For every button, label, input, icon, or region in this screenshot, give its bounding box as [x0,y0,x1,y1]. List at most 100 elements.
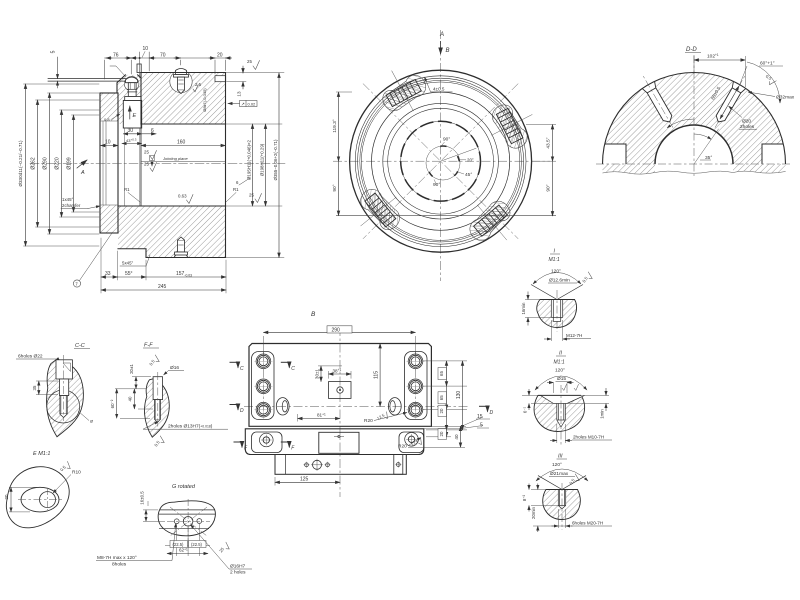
svg-text:(22.5): (22.5) [173,542,185,547]
svg-text:125: 125 [300,476,309,482]
svg-text:0.5: 0.5 [148,358,156,366]
svg-text:55°: 55° [125,271,133,277]
svg-text:68±0.5: 68±0.5 [710,86,722,101]
svg-text:25: 25 [144,150,149,155]
svg-text:2holes Ø13H7(+0.018): 2holes Ø13H7(+0.018) [168,424,213,430]
svg-text:10: 10 [105,140,111,146]
svg-text:33: 33 [105,271,111,277]
svg-text:0.5: 0.5 [153,439,161,447]
svg-text:30±1: 30±1 [314,368,319,379]
svg-text:16min: 16min [521,302,526,315]
svg-text:20: 20 [439,431,444,436]
svg-text:M1:1: M1:1 [549,257,560,263]
svg-text:90°: 90° [443,137,450,143]
svg-text:20: 20 [217,53,223,59]
svg-text:0.8: 0.8 [104,117,110,122]
svg-text:Ø330d11(−0.21/−0.71): Ø330d11(−0.21/−0.71) [18,140,23,187]
svg-text:130: 130 [456,391,462,400]
svg-text:C: C [291,366,295,372]
svg-text:2.5: 2.5 [195,82,202,87]
svg-text:20: 20 [4,494,9,499]
svg-text:↗: ↗ [241,101,245,106]
svg-text:119.3°: 119.3° [332,119,338,133]
svg-text:8holes: 8holes [112,562,127,568]
svg-text:Ø195H11(+0.046)×2: Ø195H11(+0.046)×2 [247,139,252,180]
svg-text:A: A [439,32,444,38]
svg-text:Ø220: Ø220 [55,157,61,169]
svg-text:A: A [80,170,85,176]
svg-text:R20: R20 [364,418,373,424]
svg-text:4±0.5: 4±0.5 [433,87,445,92]
svg-text:60⁻²: 60⁻² [110,399,115,408]
svg-text:Ø290: Ø290 [43,157,49,169]
svg-text:70: 70 [160,53,166,59]
svg-text:1x45°: 1x45° [62,197,74,202]
svg-text:Ø21max: Ø21max [550,471,569,477]
svg-text:R1: R1 [124,187,130,192]
svg-text:6holes M20-7H: 6holes M20-7H [572,521,603,526]
svg-text:Ø32max: Ø32max [776,95,795,101]
svg-text:F: F [291,446,295,452]
svg-text:12.5: 12.5 [376,412,386,421]
svg-text:120°: 120° [552,462,562,468]
svg-text:120°: 120° [551,269,561,275]
svg-text:15: 15 [477,414,483,420]
svg-text:R20: R20 [398,444,407,450]
svg-text:1min: 1min [600,409,605,419]
svg-text:120°: 120° [555,368,565,374]
svg-text:B: B [446,48,450,54]
svg-text:245: 245 [158,284,167,290]
svg-text:38+1: 38+1 [333,368,342,373]
svg-text:III: III [558,454,563,460]
svg-text:43.5°: 43.5° [546,137,552,148]
svg-text:M1:1: M1:1 [554,360,565,366]
svg-text:20: 20 [439,408,444,413]
svg-text:25: 25 [247,59,252,64]
svg-text:30: 30 [128,128,134,134]
svg-text:43+0.3: 43+0.3 [126,138,137,144]
svg-text:R1: R1 [233,187,239,192]
svg-text:Ø262: Ø262 [31,157,37,169]
svg-text:40: 40 [128,396,133,401]
svg-text:62+1: 62+1 [179,547,188,552]
svg-text:25: 25 [249,193,254,198]
svg-text:2holes M10-7H: 2holes M10-7H [573,435,604,440]
svg-text:Ø16: Ø16 [170,365,179,371]
svg-text:B: B [311,311,316,318]
svg-text:60°+1°: 60°+1° [760,61,775,67]
svg-text:0.02: 0.02 [248,101,257,106]
svg-text:D: D [240,408,244,414]
svg-text:20°: 20° [467,158,474,163]
svg-text:6⁻¹: 6⁻¹ [523,406,528,413]
svg-text:Ø20: Ø20 [742,119,751,125]
svg-text:F: F [244,446,248,452]
svg-text:II: II [559,351,563,357]
svg-text:10: 10 [143,46,149,52]
svg-text:90°: 90° [433,182,440,188]
svg-text:20±1: 20±1 [129,364,134,374]
svg-text:0.5: 0.5 [568,477,576,485]
svg-text:Jointing plane: Jointing plane [162,156,188,161]
svg-text:Ø8к7(-0.045): Ø8к7(-0.045) [202,88,207,112]
svg-text:76: 76 [113,53,119,59]
svg-text:90°: 90° [332,184,338,191]
svg-text:D: D [490,410,494,416]
svg-text:D-D: D-D [686,47,697,53]
svg-text:C-C: C-C [75,343,85,349]
svg-text:16±0.5: 16±0.5 [140,491,145,505]
svg-text:Ø15: Ø15 [557,376,566,382]
svg-text:I: I [554,249,556,255]
svg-text:81+1: 81+1 [317,412,326,417]
svg-text:25: 25 [218,546,225,553]
svg-text:45°: 45° [465,172,472,178]
svg-text:0.5: 0.5 [59,464,67,472]
svg-text:35°: 35° [705,155,712,161]
svg-text:65: 65 [439,371,444,376]
svg-text:Ø199: Ø199 [67,157,73,169]
svg-text:20min: 20min [531,506,536,519]
svg-text:E: E [133,113,137,119]
svg-text:G rotated: G rotated [172,484,196,490]
svg-text:157-0.03: 157-0.03 [176,271,192,278]
svg-text:Ø12.6min: Ø12.6min [549,278,570,284]
svg-text:12.5: 12.5 [410,438,420,447]
